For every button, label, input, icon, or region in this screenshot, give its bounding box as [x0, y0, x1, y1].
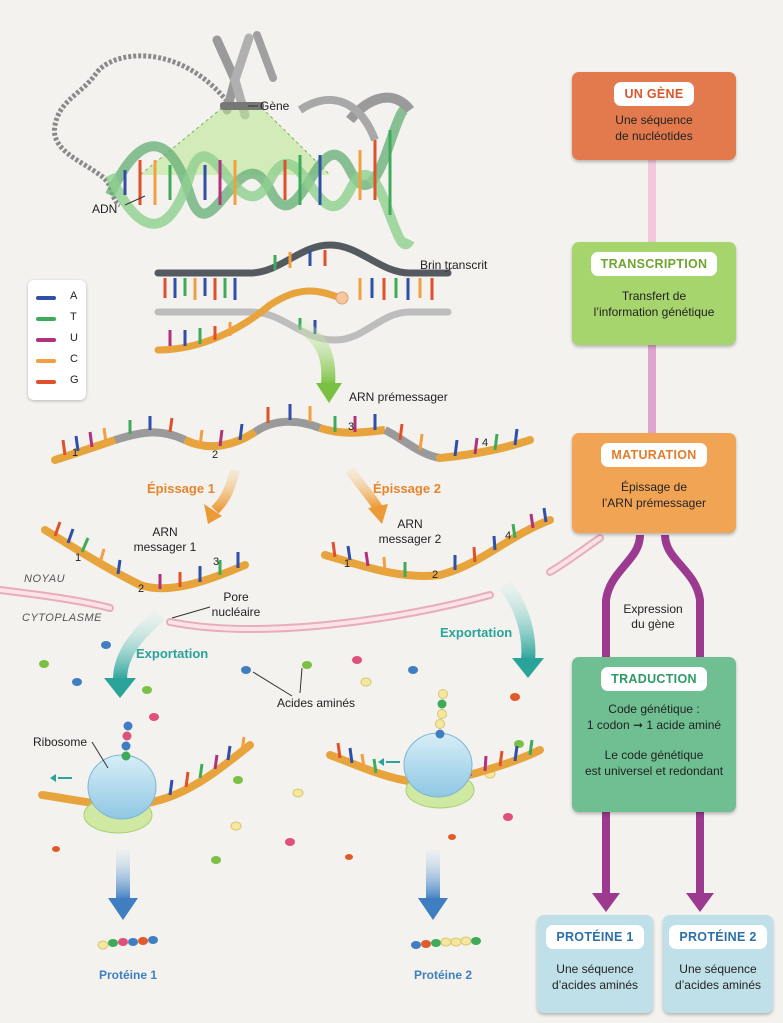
chromosome-dna-illustration: [52, 31, 415, 250]
transcription-arrow: [296, 318, 336, 386]
nucleotide-legend: A T U C G: [28, 280, 86, 400]
exon-label-2-m2: 2: [432, 569, 439, 581]
label-arn-premessager: ARN prémessager: [349, 390, 448, 404]
free-amino-acids: [39, 641, 524, 864]
proteine1-box-title: PROTÉINE 1: [546, 925, 644, 949]
coding-strand: [154, 241, 452, 277]
proteine2-box-desc: Une séquence d’acides aminés: [674, 962, 762, 992]
template-strand: [154, 308, 452, 344]
legend-row-c: C: [36, 353, 84, 369]
label-exportation-right: Exportation: [440, 625, 513, 640]
label-pore-nucleaire: Pore nucléaire: [211, 590, 261, 619]
gene-box-title: UN GÈNE: [614, 82, 694, 106]
exportation-right-arrow: [499, 580, 536, 661]
epissage2-arrow: [345, 467, 383, 511]
label-ribosome: Ribosome: [33, 735, 88, 749]
exon-label-1-m2: 1: [344, 558, 351, 570]
label-arn-messager1: ARN messager 1: [133, 525, 197, 554]
exon-label-2-m1: 2: [138, 583, 145, 595]
adn-pointer: [124, 195, 146, 206]
nascent-rna: [154, 287, 344, 354]
gene-box: UN GÈNE Une séquence de nucléotides: [572, 72, 736, 160]
label-epissage2: Épissage 2: [373, 481, 441, 496]
proteine2-box: PROTÉINE 2 Une séquence d’acides aminés: [663, 915, 773, 1013]
ribosome-large-subunit-left: [87, 754, 157, 820]
label-arn-messager2: ARN messager 2: [378, 517, 442, 546]
legend-letter-t: T: [70, 311, 77, 323]
label-gene: Gène: [260, 99, 290, 113]
label-proteine1: Protéine 1: [99, 968, 158, 982]
transcription-box: TRANSCRIPTION Transfert de l’information…: [572, 242, 736, 345]
legend-row-a: A: [36, 290, 84, 306]
epissage1-arrow: [211, 468, 240, 514]
label-adn: ADN: [92, 202, 118, 216]
exon-label-1-pre: 1: [72, 447, 79, 459]
label-epissage1: Épissage 1: [147, 481, 215, 496]
legend-letter-c: C: [70, 353, 78, 365]
legend-swatch-c: [36, 359, 56, 363]
translation-right: [326, 689, 544, 809]
protein1-arrow-shaft: [116, 850, 130, 900]
label-acides-amines: Acides aminés: [277, 696, 356, 710]
exon-label-3-pre: 3: [348, 421, 355, 433]
exon-label-3-m1: 3: [213, 556, 220, 568]
protein2-chain: [411, 936, 481, 949]
transcription-box-title: TRANSCRIPTION: [590, 252, 718, 276]
maturation-box-desc: Épissage de l’ARN prémessager: [601, 480, 707, 510]
label-exportation-left: Exportation: [136, 646, 209, 661]
ribosome-large-subunit-right: [403, 732, 473, 798]
transcription-bubble: [154, 241, 453, 354]
traduction-box-desc: Code génétique : 1 codon ➞ 1 acide aminé…: [584, 702, 724, 778]
dna-helix: [105, 92, 415, 250]
traduction-box-title: TRADUCTION: [601, 667, 707, 691]
exon-label-4-pre: 4: [482, 437, 489, 449]
mrna2-strand: [321, 507, 554, 580]
exon-label-4-m2: 4: [505, 530, 512, 542]
legend-swatch-t: [36, 317, 56, 321]
legend-letter-u: U: [70, 332, 78, 344]
transcription-box-desc: Transfert de l’information génétique: [593, 289, 715, 319]
exon-label-2-pre: 2: [212, 449, 219, 461]
mrna1-strand: [41, 521, 249, 593]
proteine2-box-title: PROTÉINE 2: [669, 925, 767, 949]
legend-letter-g: G: [70, 374, 79, 386]
proteine1-box: PROTÉINE 1 Une séquence d’acides aminés: [537, 915, 653, 1013]
exportation-left-arrow: [113, 609, 165, 681]
nuclear-envelope-left-inner: [0, 588, 112, 610]
traduction-box: TRADUCTION Code génétique : 1 codon ➞ 1 …: [572, 657, 736, 812]
legend-row-g: G: [36, 374, 84, 390]
chromatin-fiber: [52, 53, 232, 208]
maturation-box-title: MATURATION: [601, 443, 707, 467]
label-brin-transcrit: Brin transcrit: [420, 258, 488, 272]
legend-swatch-a: [36, 296, 56, 300]
pre-mrna-strand: [51, 404, 534, 464]
legend-swatch-g: [36, 380, 56, 384]
label-cytoplasme: CYTOPLASME: [22, 612, 102, 624]
label-noyau: NOYAU: [24, 573, 66, 585]
legend-swatch-u: [36, 338, 56, 342]
gene-box-desc: Une séquence de nucléotides: [615, 113, 693, 143]
proteine1-box-desc: Une séquence d’acides aminés: [551, 962, 639, 992]
label-expression-du-gene: Expression du gène: [623, 602, 683, 631]
flow-connectors: [592, 160, 714, 912]
legend-letter-a: A: [70, 290, 78, 302]
legend-row-u: U: [36, 332, 84, 348]
label-proteine2: Protéine 2: [414, 968, 473, 982]
exon-label-1-m1: 1: [75, 552, 82, 564]
legend-row-t: T: [36, 311, 84, 327]
protein1-chain: [97, 936, 158, 950]
protein2-arrow-shaft: [426, 850, 440, 900]
translation-left: [38, 721, 254, 834]
maturation-box: MATURATION Épissage de l’ARN prémessager: [572, 433, 736, 533]
gene-highlight: [140, 108, 330, 175]
